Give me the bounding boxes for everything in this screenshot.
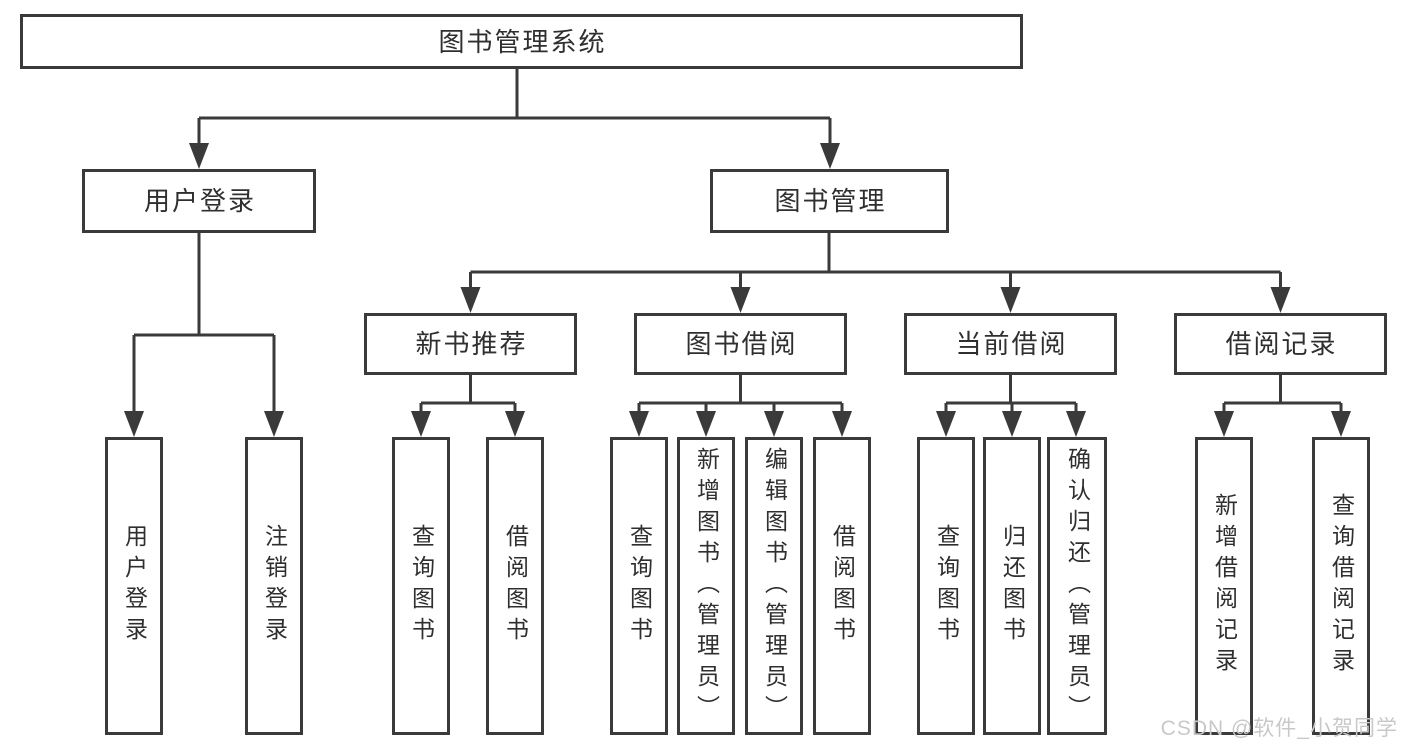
node-system-root: 图书管理系统 bbox=[20, 14, 1023, 69]
node-label: 当前借阅 bbox=[955, 329, 1068, 359]
node-label: 编辑图书（管理员） bbox=[761, 446, 788, 726]
leaf-logout: 注销登录 bbox=[245, 437, 303, 735]
node-label: 新增借阅记录 bbox=[1211, 493, 1238, 679]
node-label: 查询借阅记录 bbox=[1328, 493, 1355, 679]
node-label: 查询图书 bbox=[408, 524, 435, 648]
node-label: 图书管理 bbox=[774, 186, 887, 216]
leaf-confirm-return-admin: 确认归还（管理员） bbox=[1047, 437, 1107, 735]
node-label: 图书管理系统 bbox=[438, 26, 607, 57]
leaf-query-books-recommend: 查询图书 bbox=[392, 437, 450, 735]
csdn-watermark: CSDN @软件_小贺同学 bbox=[1160, 717, 1398, 740]
leaf-query-books-borrowing: 查询图书 bbox=[610, 437, 668, 735]
node-label: 确认归还（管理员） bbox=[1064, 446, 1091, 726]
node-label: 注销登录 bbox=[261, 524, 288, 648]
node-label: 查询图书 bbox=[626, 524, 653, 648]
leaf-add-book-admin: 新增图书（管理员） bbox=[677, 437, 735, 735]
node-book-borrowing: 图书借阅 bbox=[634, 313, 847, 375]
node-label: 借阅图书 bbox=[829, 524, 856, 648]
node-label: 查询图书 bbox=[933, 524, 960, 648]
node-label: 借阅图书 bbox=[502, 524, 529, 648]
node-label: 归还图书 bbox=[999, 524, 1026, 648]
leaf-query-borrow-record: 查询借阅记录 bbox=[1312, 437, 1370, 735]
node-label: 新书推荐 bbox=[415, 329, 528, 359]
leaf-borrow-books-recommend: 借阅图书 bbox=[486, 437, 544, 735]
node-user-login: 用户登录 bbox=[82, 169, 316, 233]
leaf-return-book: 归还图书 bbox=[983, 437, 1041, 735]
node-label: 借阅记录 bbox=[1225, 329, 1338, 359]
node-label: 用户登录 bbox=[121, 524, 148, 648]
leaf-edit-book-admin: 编辑图书（管理员） bbox=[745, 437, 803, 735]
node-borrowing-records: 借阅记录 bbox=[1174, 313, 1387, 375]
leaf-add-borrow-record: 新增借阅记录 bbox=[1195, 437, 1253, 735]
leaf-borrow-books-borrowing: 借阅图书 bbox=[813, 437, 871, 735]
leaf-user-login: 用户登录 bbox=[105, 437, 163, 735]
node-label: 图书借阅 bbox=[685, 329, 798, 359]
leaf-query-books-current: 查询图书 bbox=[917, 437, 975, 735]
node-book-management: 图书管理 bbox=[710, 169, 949, 233]
node-current-borrowing: 当前借阅 bbox=[904, 313, 1117, 375]
node-label: 新增图书（管理员） bbox=[693, 446, 720, 726]
node-label: 用户登录 bbox=[143, 186, 256, 216]
node-new-book-recommend: 新书推荐 bbox=[364, 313, 577, 375]
